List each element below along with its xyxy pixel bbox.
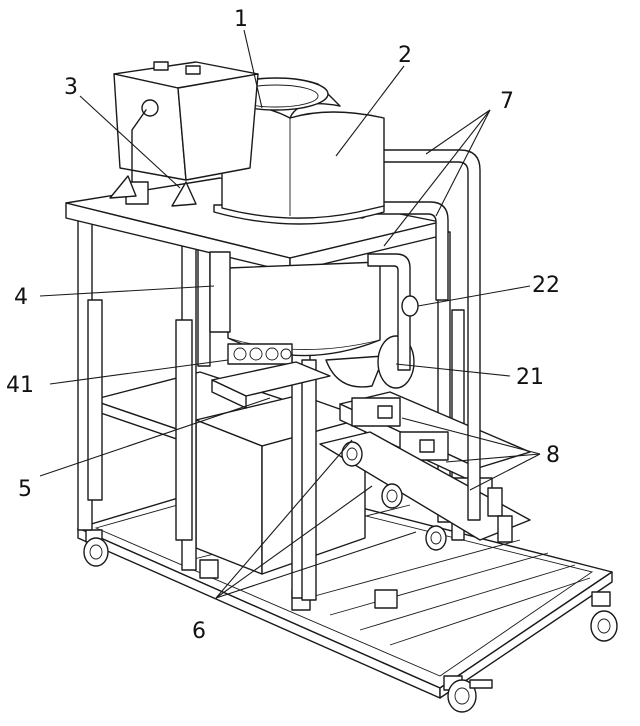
label-4: 4 <box>14 285 28 310</box>
pipes <box>355 145 481 521</box>
label-2: 2 <box>398 43 412 68</box>
label-6: 6 <box>192 619 206 644</box>
label-22: 22 <box>532 273 560 298</box>
caster-wheel-front-right <box>443 675 493 713</box>
label-41: 41 <box>6 373 34 398</box>
caster-wheel-rear-right <box>590 591 618 642</box>
slide-rail <box>211 361 331 409</box>
gear-assembly <box>227 343 293 365</box>
lower-tank <box>195 394 366 575</box>
label-21: 21 <box>516 365 544 390</box>
hopper <box>109 61 259 207</box>
label-7: 7 <box>500 89 514 114</box>
caster-wheel-front-left <box>83 529 109 567</box>
callout-labels: 1 2 3 7 4 22 41 21 8 5 6 <box>6 7 560 644</box>
leader-lines <box>39 29 541 599</box>
label-3: 3 <box>64 75 78 100</box>
label-8: 8 <box>546 443 560 468</box>
label-1: 1 <box>234 7 248 32</box>
label-5: 5 <box>18 477 32 502</box>
